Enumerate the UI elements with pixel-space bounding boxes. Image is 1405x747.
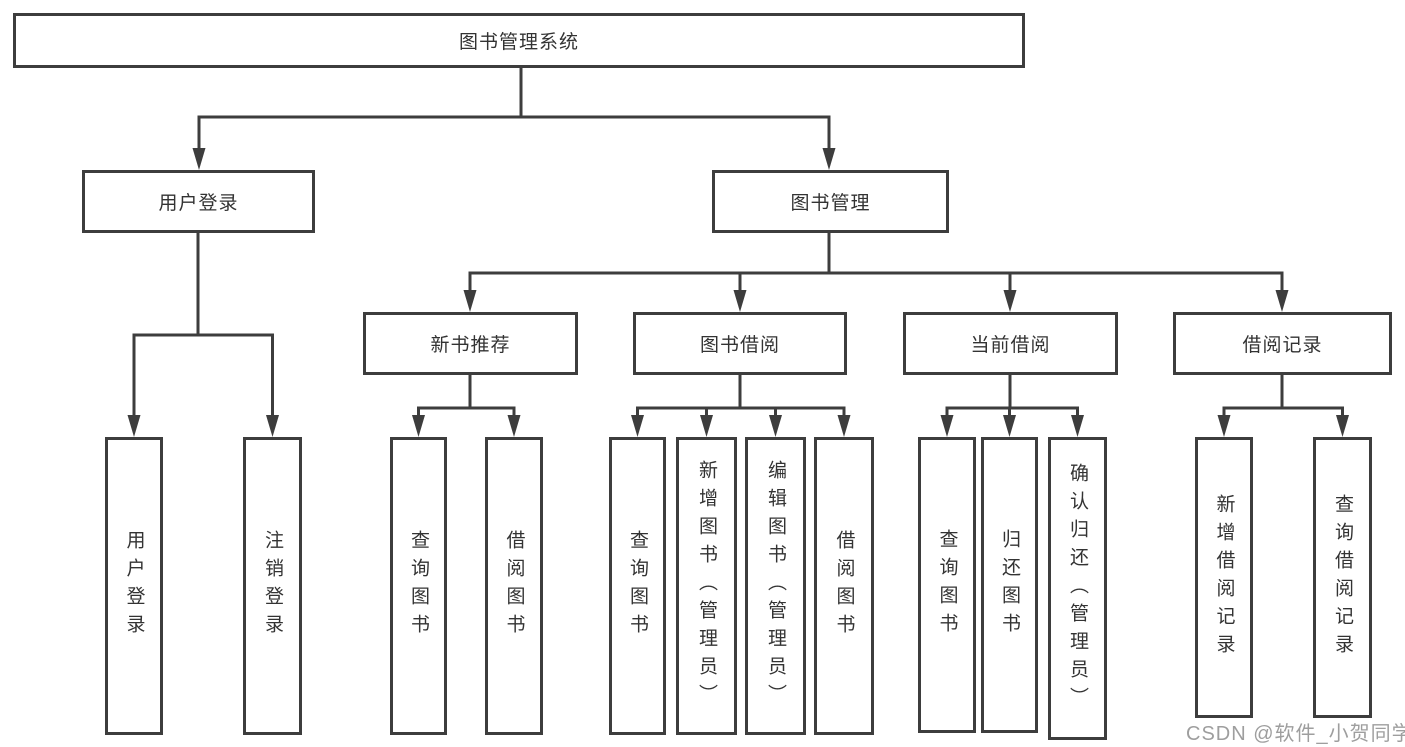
node-leaf-query-borrow-record: 查询借阅记录 — [1313, 437, 1372, 718]
node-leaf-add-borrow-record: 新增借阅记录 — [1195, 437, 1253, 718]
connector-new-book-recommend-children — [412, 375, 521, 437]
node-leaf-borrow-book-2: 借阅图书 — [814, 437, 874, 735]
node-current-borrow: 当前借阅 — [903, 312, 1118, 375]
node-leaf-return-book: 归还图书 — [981, 437, 1038, 733]
connector-root-to-level2 — [192, 68, 836, 170]
node-leaf-edit-book-admin: 编辑图书（管理员） — [745, 437, 806, 735]
connector-book-borrow-children — [631, 375, 851, 437]
connector-user-login-children — [127, 233, 279, 437]
node-user-login: 用户登录 — [82, 170, 315, 233]
node-borrow-record: 借阅记录 — [1173, 312, 1392, 375]
node-leaf-query-book-2: 查询图书 — [609, 437, 666, 735]
node-new-book-recommend: 新书推荐 — [363, 312, 578, 375]
node-leaf-query-book-1: 查询图书 — [390, 437, 447, 735]
node-book-management: 图书管理 — [712, 170, 949, 233]
connector-book-management-children — [463, 233, 1289, 312]
node-leaf-add-book-admin: 新增图书（管理员） — [676, 437, 737, 735]
node-leaf-query-book-3: 查询图书 — [918, 437, 976, 733]
csdn-watermark: CSDN @软件_小贺同学 — [1186, 723, 1405, 745]
connector-current-borrow-children — [940, 375, 1084, 437]
node-library-management-system: 图书管理系统 — [13, 13, 1025, 68]
node-leaf-borrow-book-1: 借阅图书 — [485, 437, 543, 735]
node-book-borrow: 图书借阅 — [633, 312, 847, 375]
connector-borrow-record-children — [1217, 375, 1349, 437]
node-leaf-logout: 注销登录 — [243, 437, 302, 735]
node-leaf-user-login: 用户登录 — [105, 437, 163, 735]
node-leaf-confirm-return-admin: 确认归还（管理员） — [1048, 437, 1107, 740]
